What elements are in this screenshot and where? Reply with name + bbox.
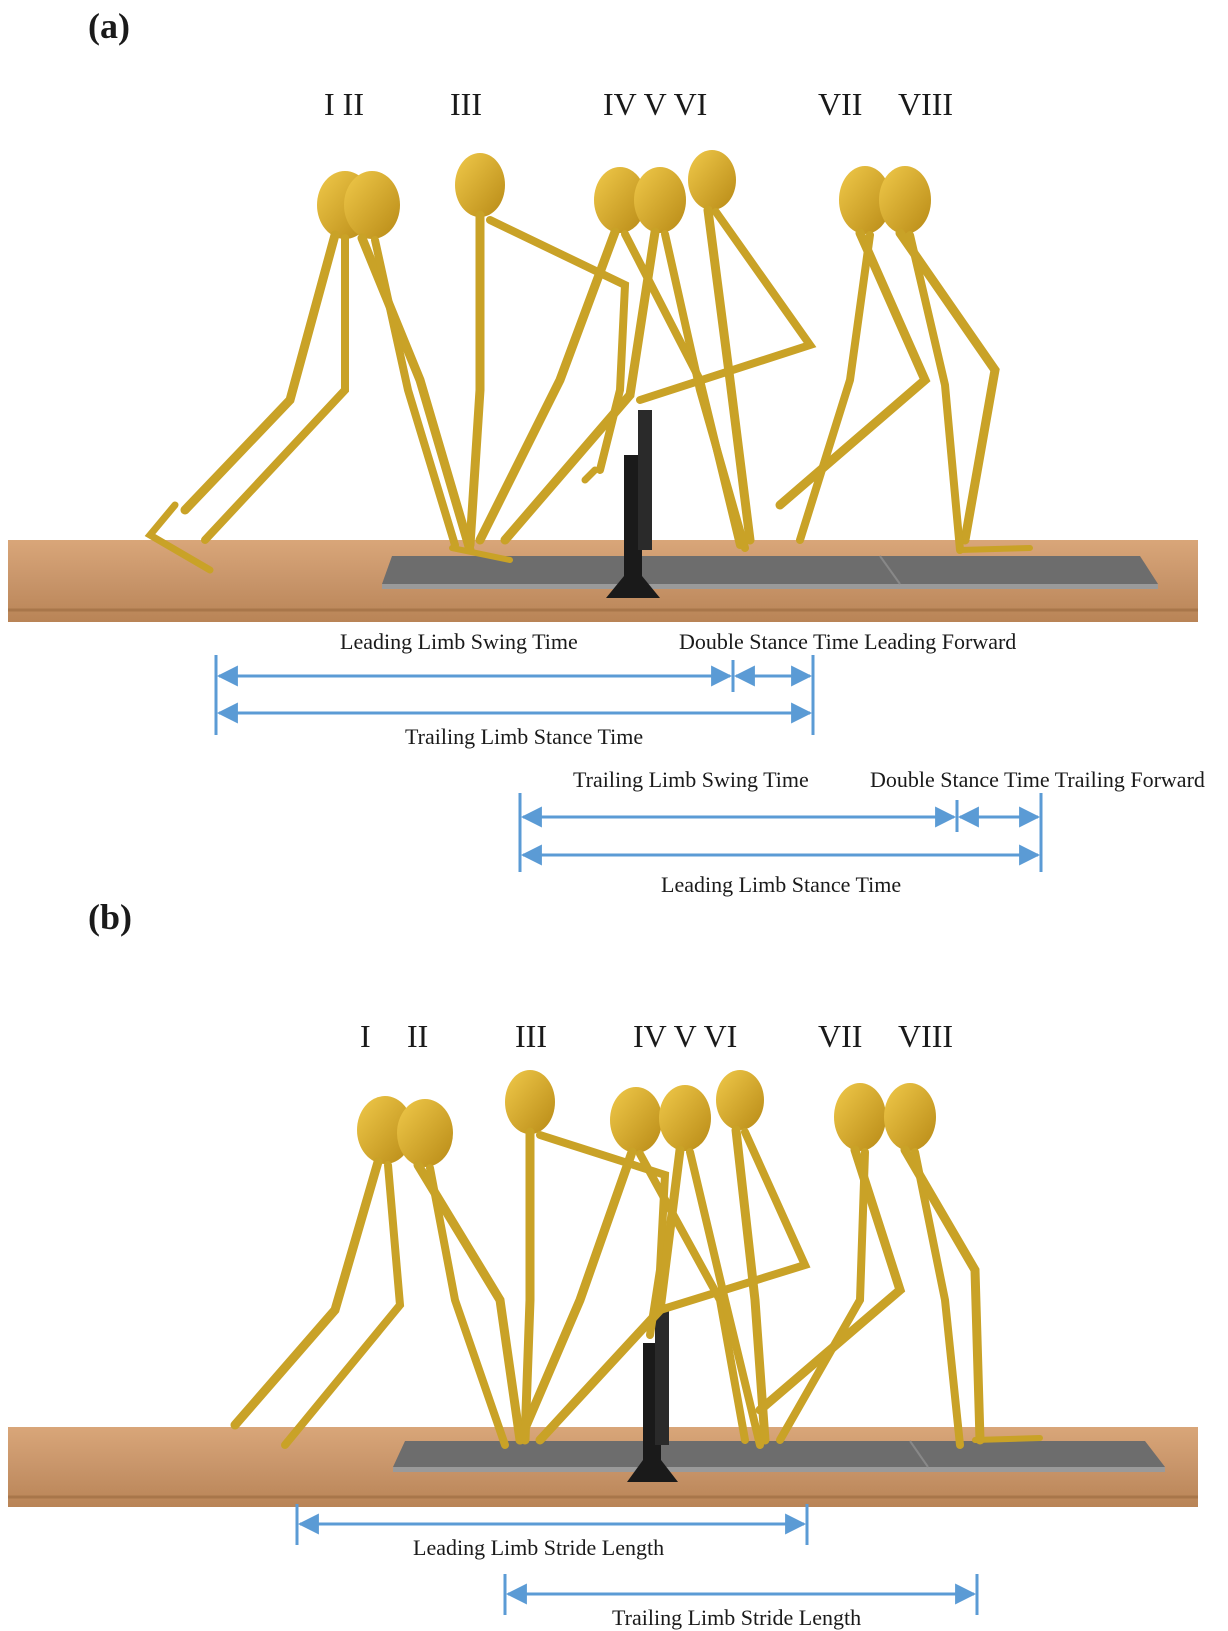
phase-label-a-5: VIII (898, 86, 953, 123)
phase-label-b-1: I (360, 1018, 371, 1055)
panel-a-label: (a) (88, 5, 130, 47)
label-double-stance-leading: Double Stance Time Leading Forward (679, 629, 1016, 655)
phase-label-b-3: III (515, 1018, 547, 1055)
panel-b-label: (b) (88, 896, 132, 938)
label-leading-stance: Leading Limb Stance Time (661, 872, 901, 898)
phase-label-b-5: VII (818, 1018, 862, 1055)
arrows-a (216, 655, 1041, 872)
label-leading-swing: Leading Limb Swing Time (340, 629, 578, 655)
skeletons-b (235, 1070, 1040, 1445)
skeletons-a (150, 150, 1030, 570)
label-trailing-stance: Trailing Limb Stance Time (405, 724, 643, 750)
phase-label-a-3: IV V VI (603, 86, 707, 123)
label-double-stance-trailing: Double Stance Time Trailing Forward (870, 767, 1205, 793)
label-leading-stride: Leading Limb Stride Length (413, 1535, 664, 1561)
phase-label-a-1: I II (324, 86, 364, 123)
panel-a-scene (8, 150, 1198, 622)
label-trailing-swing: Trailing Limb Swing Time (573, 767, 809, 793)
phase-label-b-2: II (407, 1018, 428, 1055)
phase-label-b-4: IV V VI (633, 1018, 737, 1055)
panel-b-scene (8, 1070, 1198, 1507)
label-trailing-stride: Trailing Limb Stride Length (612, 1605, 861, 1631)
phase-label-a-4: VII (818, 86, 862, 123)
phase-label-b-6: VIII (898, 1018, 953, 1055)
phase-label-a-2: III (450, 86, 482, 123)
